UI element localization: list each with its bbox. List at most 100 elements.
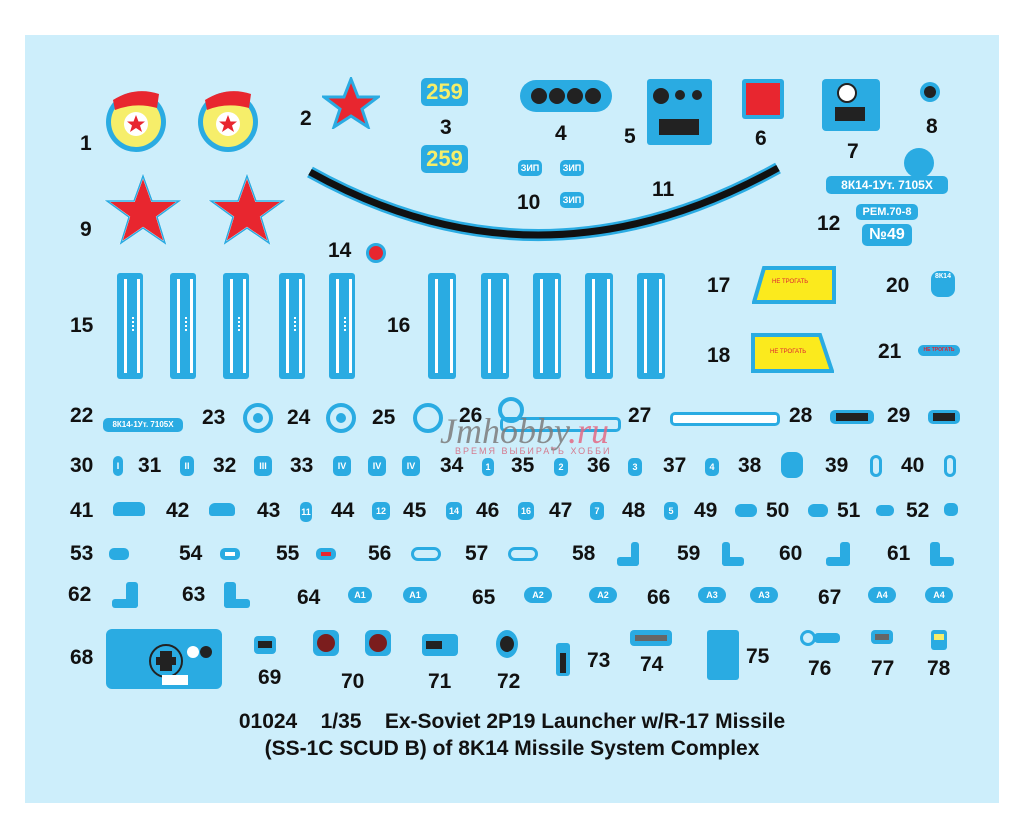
- label-3: 3: [440, 116, 452, 139]
- warning-plate-decal: НЕ ТРОГАТЬ: [751, 265, 836, 305]
- sheet-title-line1: 01024 1/35 Ex-Soviet 2P19 Launcher w/R-1…: [0, 710, 1024, 734]
- label-36: 36: [587, 454, 611, 477]
- label-68: 68: [70, 646, 94, 669]
- label-54: 54: [179, 542, 203, 565]
- l-shape-decal: [112, 582, 138, 608]
- roman-numeral-decal: I: [113, 456, 123, 476]
- control-panel-decal: [647, 79, 712, 145]
- label-50: 50: [766, 499, 790, 522]
- label-58: 58: [572, 542, 596, 565]
- stripe-decal: [223, 273, 249, 379]
- label-5: 5: [624, 125, 636, 148]
- dial-decal: [496, 630, 518, 658]
- label-4: 4: [555, 122, 567, 145]
- digit-decal: 3: [628, 458, 642, 476]
- label-78: 78: [927, 657, 951, 680]
- watermark-logo: Jmhobby.ru: [440, 410, 609, 452]
- number-decal: 14: [446, 502, 462, 520]
- connector-decal: [209, 503, 235, 516]
- stripe-decal: [428, 273, 456, 379]
- hook-decal: [944, 455, 956, 477]
- registration-strip-decal: 8К14-1Ут. 7105Х: [103, 418, 183, 432]
- gauge-tag-decal: [800, 630, 842, 646]
- small-plate-decal: [808, 504, 828, 517]
- label-11: 11: [652, 178, 675, 201]
- label-45: 45: [403, 499, 427, 522]
- label-67: 67: [818, 586, 842, 609]
- label-69: 69: [258, 666, 282, 689]
- instrument-panel-decal: [106, 629, 222, 689]
- label-62: 62: [68, 583, 92, 606]
- label-66: 66: [647, 586, 671, 609]
- connector-decal: [113, 502, 145, 516]
- label-40: 40: [901, 454, 925, 477]
- number-decal: 5: [664, 502, 678, 520]
- data-plate-decal: [871, 630, 893, 644]
- label-14: 14: [328, 239, 352, 262]
- label-53: 53: [70, 542, 94, 565]
- label-49: 49: [694, 499, 718, 522]
- label-8: 8: [926, 115, 938, 138]
- label-63: 63: [182, 583, 206, 606]
- tag-decal: A3: [750, 587, 778, 603]
- label-22: 22: [70, 404, 94, 427]
- label-47: 47: [549, 499, 573, 522]
- label-35: 35: [511, 454, 535, 477]
- warning-plate-decal: НЕ ТРОГАТЬ: [750, 332, 835, 374]
- zip-decal: ЗИП: [518, 160, 542, 176]
- small-gauge-decal: [920, 82, 940, 102]
- tag-decal: A4: [925, 587, 953, 603]
- tag-decal: A4: [868, 587, 896, 603]
- label-29: 29: [887, 404, 911, 427]
- red-star-decal: [207, 173, 287, 247]
- digit-decal: 2: [554, 458, 568, 476]
- l-shape-decal: [617, 542, 639, 566]
- label-43: 43: [257, 499, 281, 522]
- label-44: 44: [331, 499, 355, 522]
- digit-decal: 1: [482, 458, 494, 476]
- number-decal: 11: [300, 502, 312, 522]
- switch-panel-decal: [422, 634, 458, 656]
- label-74: 74: [640, 653, 664, 676]
- gauge-cluster-decal: [520, 80, 612, 112]
- label-18: 18: [707, 344, 731, 367]
- label-31: 31: [138, 454, 162, 477]
- label-12: 12: [817, 212, 841, 235]
- label-71: 71: [428, 670, 452, 693]
- label-76: 76: [808, 657, 832, 680]
- meter-decal: [313, 630, 339, 656]
- label-75: 75: [746, 645, 770, 668]
- stripe-decal: [279, 273, 305, 379]
- product-code: 01024: [238, 710, 298, 733]
- label-72: 72: [497, 670, 521, 693]
- label-23: 23: [202, 406, 226, 429]
- label-70: 70: [341, 670, 365, 693]
- stripe-decal: [481, 273, 509, 379]
- long-strip-decal: [670, 412, 780, 426]
- l-shape-decal: [930, 542, 954, 566]
- zip-decal: ЗИП: [560, 192, 584, 208]
- long-strip-decal: [500, 417, 621, 432]
- roundel-decal: [326, 403, 356, 433]
- label-38: 38: [738, 454, 762, 477]
- label-48: 48: [622, 499, 646, 522]
- tag-decal: A1: [348, 587, 372, 603]
- label-37: 37: [663, 454, 687, 477]
- label-65: 65: [472, 586, 496, 609]
- title-text: Ex-Soviet 2P19 Launcher w/R-17 Missile: [384, 710, 786, 733]
- warning-strip-decal: НЕ ТРОГАТЬ: [918, 345, 960, 356]
- tactical-number-decal: 259: [421, 78, 468, 106]
- l-shape-decal: [826, 542, 850, 566]
- small-plate-decal: [316, 548, 336, 560]
- red-panel-decal: [742, 79, 784, 119]
- red-dot-decal: [366, 243, 386, 263]
- label-59: 59: [677, 542, 701, 565]
- hook-decal: [870, 455, 882, 477]
- stripe-decal: [585, 273, 613, 379]
- pressure-gauge-panel-decal: [822, 79, 880, 131]
- label-25: 25: [372, 406, 396, 429]
- stripe-decal: [533, 273, 561, 379]
- label-20: 20: [886, 274, 910, 297]
- label-26: 26: [459, 404, 483, 427]
- watermark-brand: Jmhobby: [440, 411, 568, 451]
